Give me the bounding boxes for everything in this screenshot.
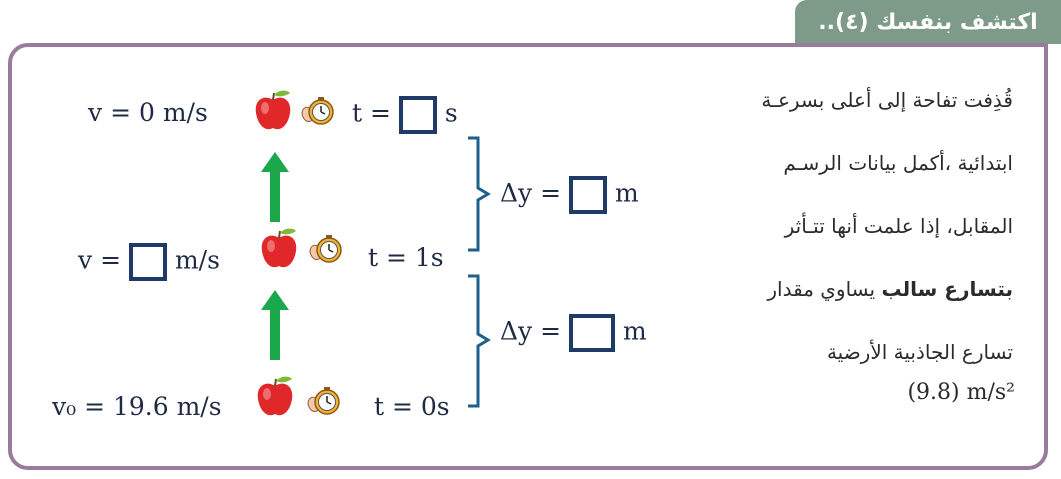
gravity-formula: (9.8) m/s²	[907, 380, 1015, 405]
delta-lower-blank[interactable]	[569, 314, 616, 352]
v-top-label: v = 0 m/s	[88, 98, 208, 127]
t-top-prefix: t =	[352, 98, 391, 128]
desc-line-4-rest: يساوي مقدار	[767, 277, 876, 301]
desc-line-2: ابتدائية ،أكمل بيانات الرسـم	[783, 151, 1013, 175]
stopwatch-icon	[301, 97, 334, 125]
apple-icon	[255, 90, 291, 130]
desc-line-4: بتسارع سالب يساوي مقدار	[743, 269, 1013, 332]
problem-description: قُذِفت تفاحة إلى أعلى بسرعـة ابتدائية ،أ…	[743, 80, 1013, 395]
delta-upper-unit: m	[614, 178, 639, 208]
t-top-blank[interactable]	[398, 96, 437, 134]
delta-y-lower: Δy = m	[500, 314, 647, 352]
delta-upper-blank[interactable]	[569, 176, 608, 214]
delta-upper-prefix: Δy =	[500, 178, 562, 208]
desc-bold-phrase: بتسارع سالب	[881, 277, 1013, 301]
delta-lower-unit: m	[622, 316, 647, 346]
v-mid: v = m/s	[78, 243, 220, 281]
stopwatch-icon	[307, 387, 340, 415]
stopwatch-icon	[309, 235, 342, 263]
activity-panel	[8, 43, 1048, 470]
delta-y-upper: Δy = m	[500, 176, 639, 214]
t-top-unit: s	[444, 98, 458, 128]
v-bottom-label: v₀ = 19.6 m/s	[52, 392, 222, 421]
t-mid-label: t = 1s	[368, 243, 444, 272]
t-bottom-label: t = 0s	[374, 392, 450, 421]
t-top: t = s	[352, 96, 458, 134]
lower-brace	[468, 274, 491, 408]
apple-icon	[257, 376, 293, 416]
v-mid-unit: m/s	[174, 245, 220, 275]
desc-line-1: قُذِفت تفاحة إلى أعلى بسرعـة	[761, 88, 1013, 112]
apple-icon	[261, 228, 297, 268]
up-arrow-icon	[261, 152, 289, 222]
desc-line-5: تسارع الجاذبية الأرضية	[826, 340, 1013, 364]
desc-line-3: المقابل، إذا علمت أنها تتـأثر	[784, 214, 1013, 238]
delta-lower-prefix: Δy =	[500, 316, 562, 346]
v-mid-prefix: v =	[78, 245, 122, 275]
header-title: اكتشف بنفسك (٤)..	[795, 0, 1061, 44]
upper-brace	[468, 136, 491, 252]
up-arrow-icon	[261, 290, 289, 360]
v-mid-blank[interactable]	[128, 243, 167, 281]
